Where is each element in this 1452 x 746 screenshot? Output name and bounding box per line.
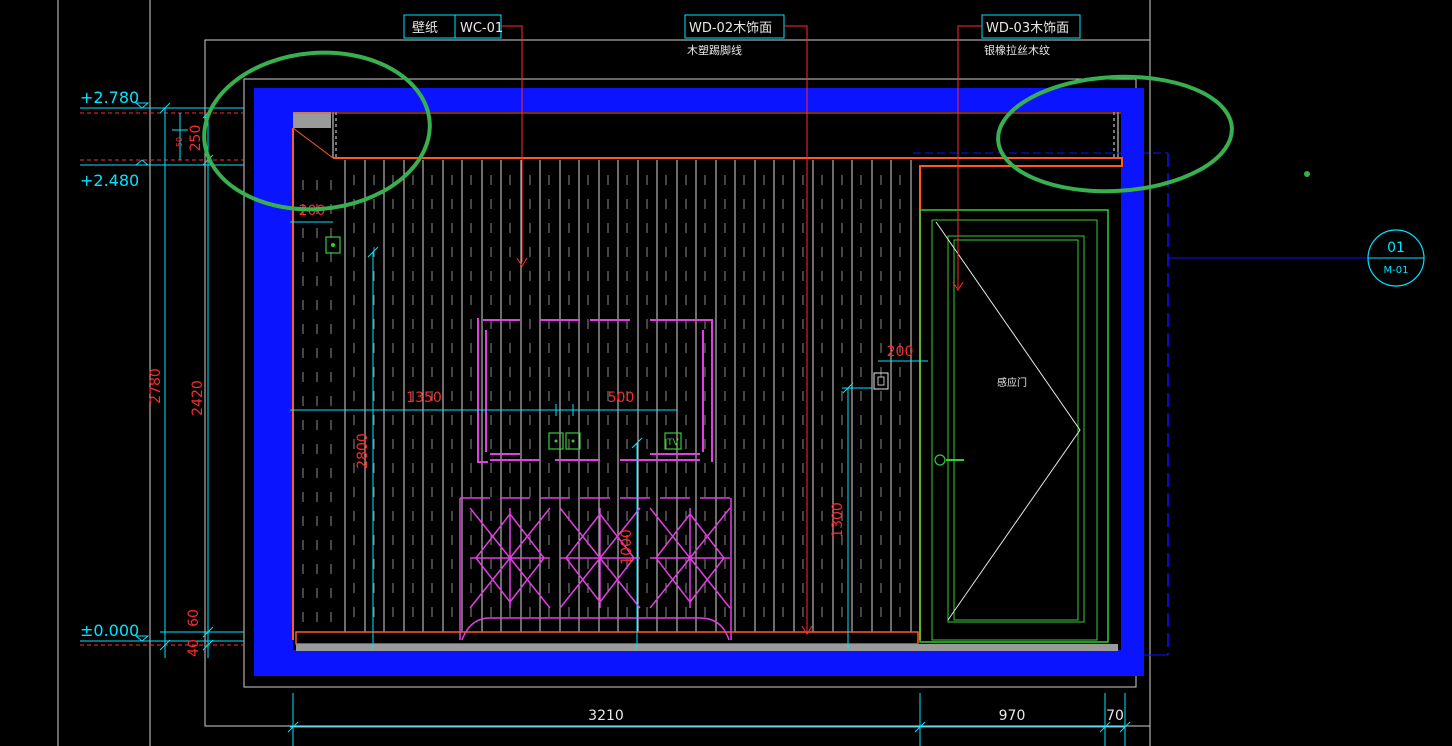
elevation-ceiling: +2.480 [80, 171, 139, 190]
dim-width-end: 70 [1106, 708, 1124, 724]
dim-ceiling-drop: 250 [188, 125, 204, 152]
dim-width-door: 970 [999, 708, 1026, 724]
callout-wood-2-note: 木塑踢脚线 [687, 43, 742, 57]
cabinet-diamond [655, 512, 725, 604]
vertical-dimension-labels: 2780 2420 250 50 60 40 [148, 125, 206, 657]
door-label: 感应门 [997, 376, 1027, 389]
callout-wood-3-code: WD-03木饰面 [986, 21, 1069, 36]
section-marker: 01 M-01 [1367, 229, 1425, 287]
dim-ceiling-drop-small: 50 [175, 137, 184, 147]
ceiling-zone [292, 112, 1368, 656]
switch-right [873, 372, 889, 390]
elevation-markers: +2.780 +2.480 ±0.000 [80, 88, 244, 646]
tv-outlet-label: TV [666, 438, 679, 448]
dim-width-main: 3210 [588, 708, 624, 724]
dim-switch-offset-right: 200 [887, 344, 914, 360]
dim-cabinet-height: 1000 [619, 529, 635, 565]
interior-dimension-labels: 200 200 1350 500 2800 1000 1300 [299, 203, 914, 565]
cabinet-lattice [469, 507, 551, 609]
annotation-ellipses [202, 50, 1234, 212]
annotation-dot [1304, 171, 1310, 177]
horizontal-dimension-labels: 3210 970 70 [588, 708, 1124, 724]
tv-frame [477, 318, 713, 463]
dim-tv-height: 2800 [355, 433, 371, 469]
door [919, 209, 1109, 643]
section-sheet: M-01 [1384, 265, 1409, 276]
cabinet-lattice [649, 507, 731, 609]
frame-lines [57, 0, 1151, 746]
skirting [295, 631, 1121, 655]
tv-outlet: TV [664, 432, 682, 450]
callout-wallpaper: 壁纸 WC-01 [403, 14, 528, 267]
elevation-floor: ±0.000 [80, 621, 139, 640]
dim-total-height: 2780 [148, 368, 164, 404]
callout-wood-3-note: 银橡拉丝木纹 [984, 43, 1050, 57]
cabinet-diamond [475, 512, 545, 604]
section-number: 01 [1387, 240, 1405, 256]
cabinet-base-curve [461, 617, 730, 641]
callout-wood-2-code: WD-02木饰面 [689, 21, 772, 36]
interior-dimensions [290, 221, 928, 650]
callout-wallpaper-code: WC-01 [460, 21, 503, 36]
cabinet-lattice [559, 507, 641, 609]
callout-wood-2: WD-02木饰面 木塑踢脚线 [684, 14, 813, 635]
callout-wood-3: WD-03木饰面 银橡拉丝木纹 [952, 14, 1081, 291]
dim-switch-height: 1300 [830, 502, 846, 538]
cabinet-diamond [565, 512, 635, 604]
dim-tv-center-left: 1350 [406, 390, 442, 406]
wood-panel-lines [302, 160, 921, 632]
dim-tv-center-right: 500 [608, 390, 635, 406]
cabinet [459, 497, 732, 641]
outlet-pair [548, 432, 581, 450]
elevation-top: +2.780 [80, 88, 139, 107]
horizontal-dimensions [287, 693, 1131, 746]
wall-band [254, 88, 1144, 676]
callout-wallpaper-label: 壁纸 [412, 21, 438, 36]
dim-base: 40 [186, 639, 202, 657]
dim-skirting: 60 [186, 609, 202, 627]
switch-left [325, 236, 341, 254]
dim-wall-height: 2420 [190, 380, 206, 416]
